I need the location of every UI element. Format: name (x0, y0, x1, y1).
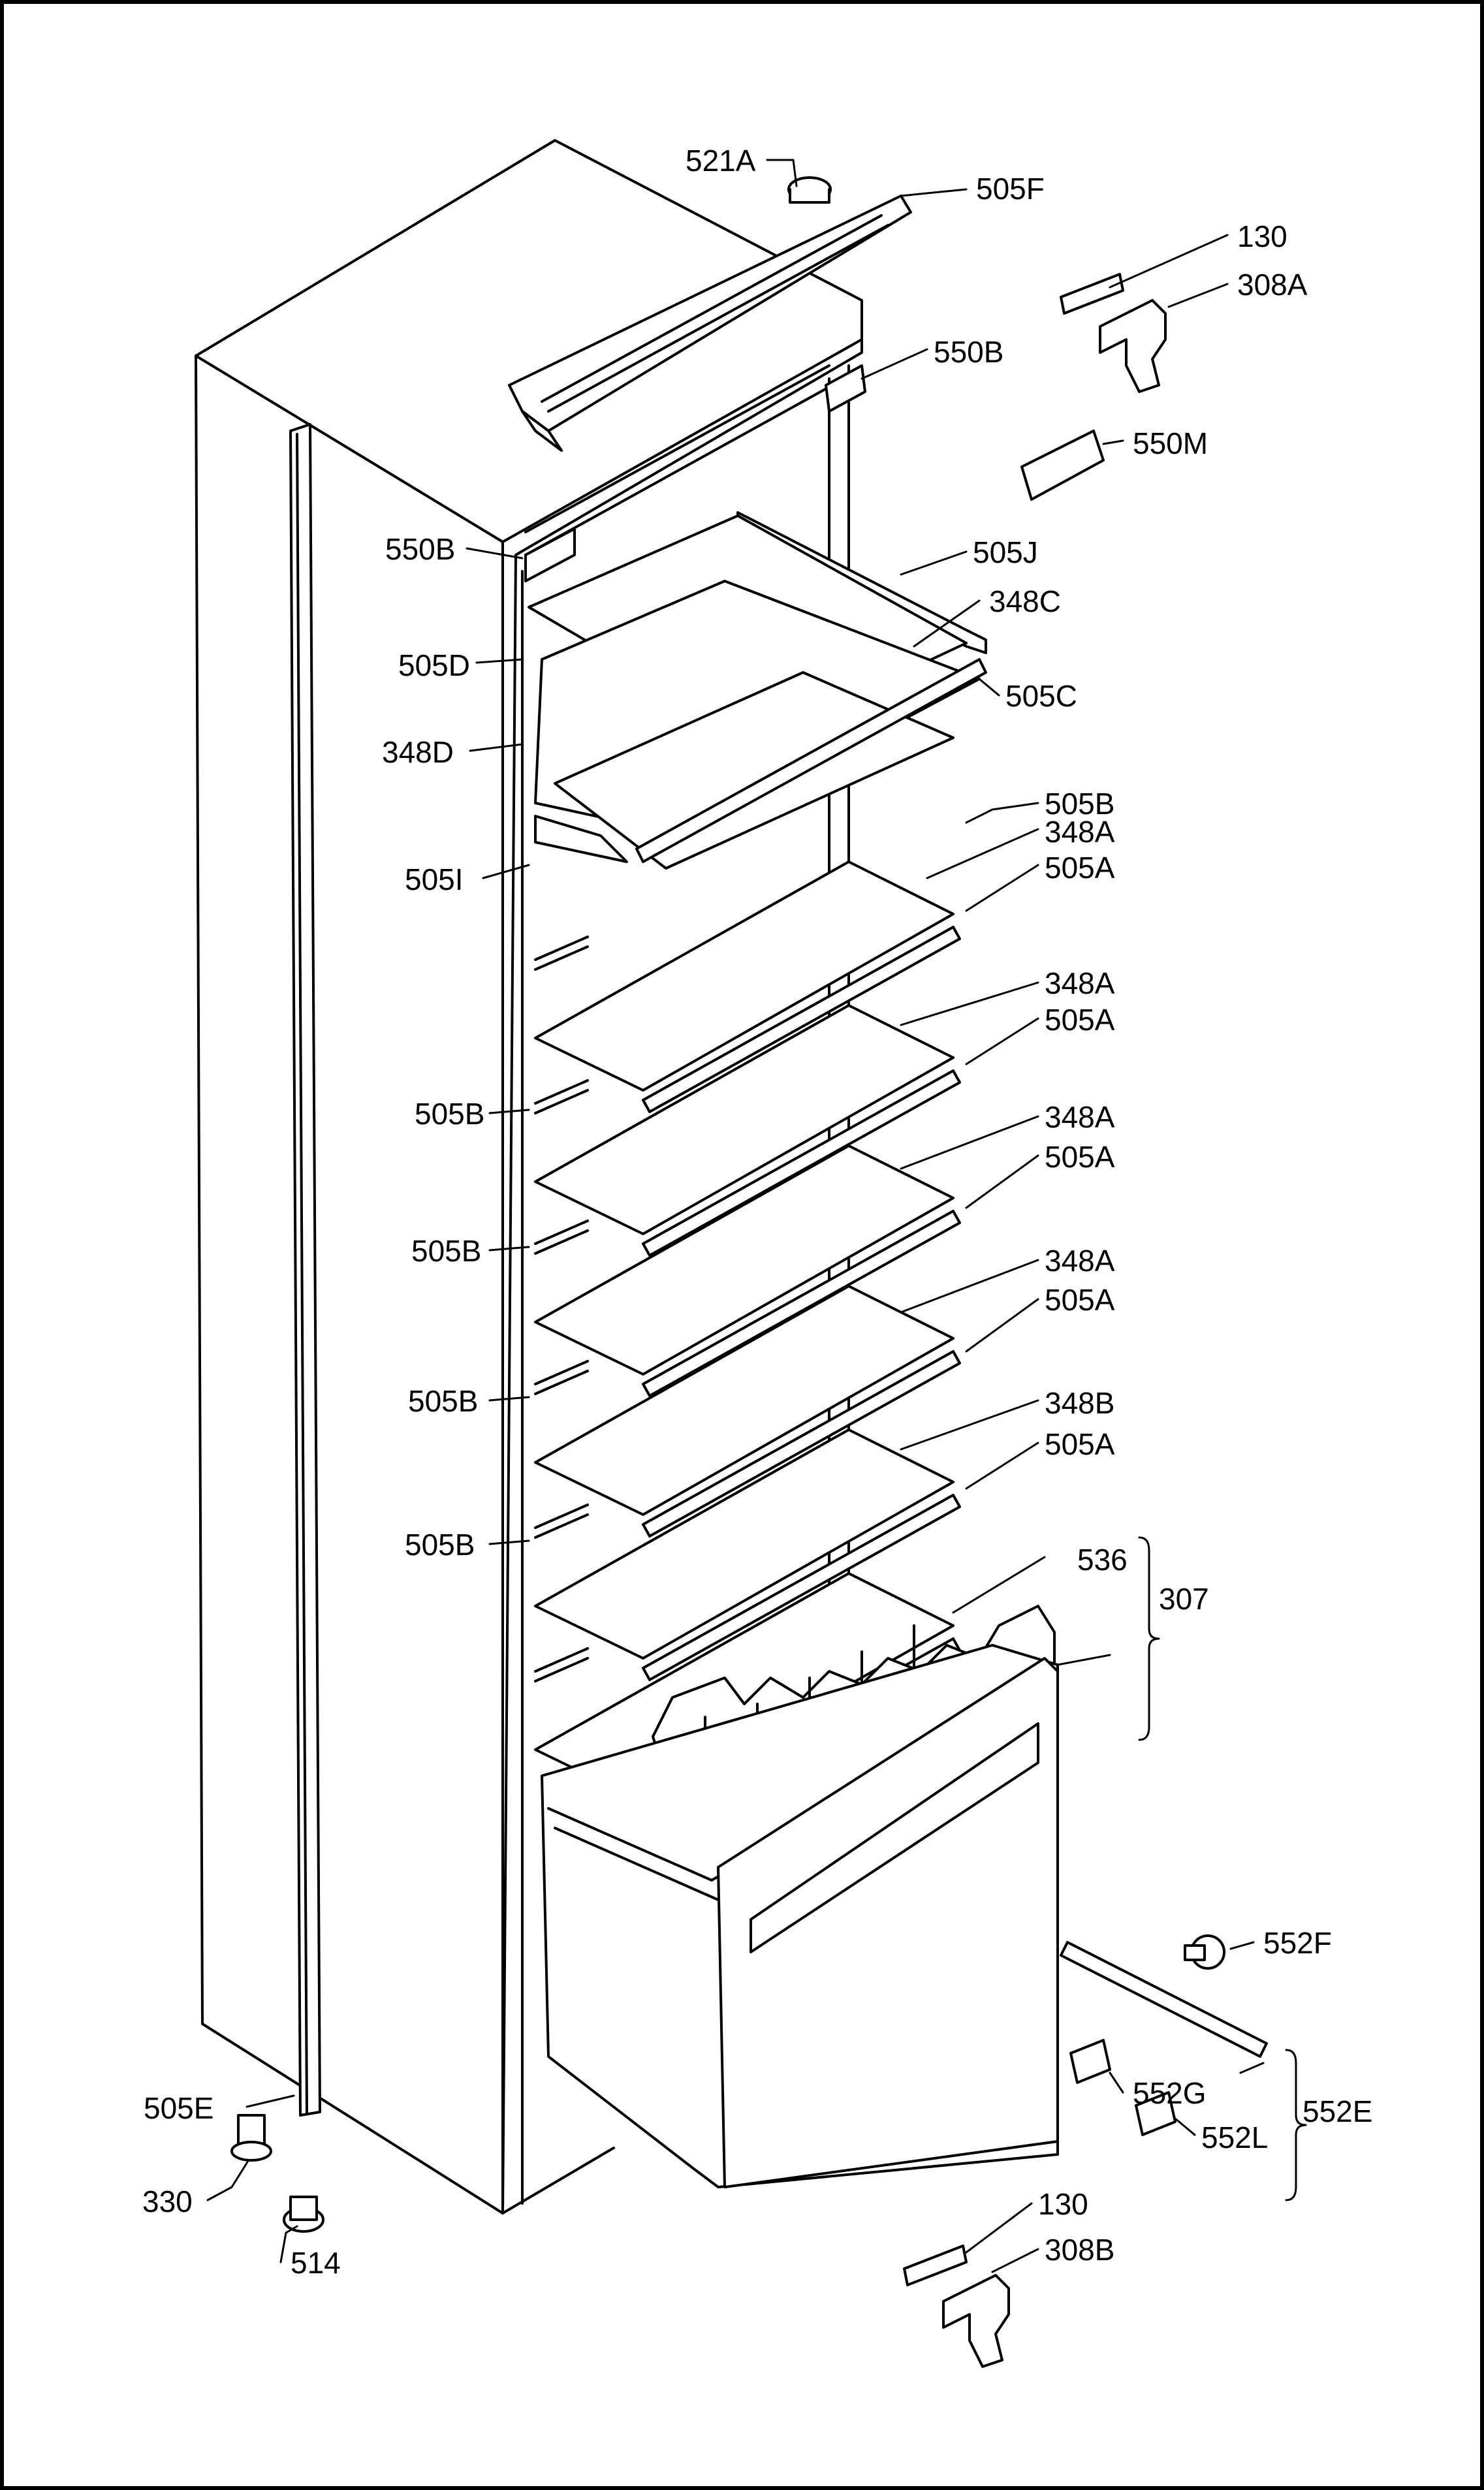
label-330: 330 (142, 2184, 193, 2218)
label-505A-2: 505A (1045, 1003, 1115, 1037)
label-536: 536 (1077, 1543, 1128, 1577)
glass-shelf (534, 1144, 955, 1376)
label-130-top: 130 (1237, 219, 1287, 253)
label-505B-1: 505B (1045, 787, 1114, 821)
label-505A-4: 505A (1045, 1283, 1115, 1317)
part-348C-top-shelf (528, 511, 987, 870)
part-130-308B-hinge-bottom (903, 2245, 1010, 2368)
label-348B: 348B (1045, 1386, 1114, 1420)
part-521A (787, 176, 832, 204)
label-521A: 521A (686, 144, 756, 178)
label-130-bottom: 130 (1038, 2187, 1088, 2221)
part-labels: 521A 505F 130 308A 550B 550M 550B 505J 3… (142, 144, 1372, 2280)
label-550B-left: 550B (385, 532, 455, 566)
glass-shelf (534, 1428, 955, 1660)
shelf-side-runner (534, 1647, 589, 1673)
shelf-side-runner (534, 1370, 589, 1395)
part-552G (1069, 2039, 1111, 2084)
part-550B-right (825, 364, 866, 413)
cabinet-body (195, 139, 863, 2214)
shelf-side-runner (534, 1220, 589, 1245)
label-505C: 505C (1005, 679, 1077, 713)
label-348A-2: 348A (1045, 966, 1115, 1000)
label-505B-3: 505B (411, 1234, 481, 1268)
label-505B-4: 505B (408, 1384, 478, 1418)
part-505F-top-rail (508, 195, 912, 452)
shelf-side-runner (534, 1360, 589, 1385)
shelf-side-runner (534, 1229, 589, 1255)
part-514-foot (283, 2196, 324, 2233)
part-307-drawer (541, 1605, 1059, 2188)
label-552L: 552L (1201, 2120, 1268, 2154)
label-308A: 308A (1237, 268, 1308, 302)
shelf-front-trim (642, 1210, 961, 1397)
glass-shelf (534, 1285, 955, 1516)
shelf-front-trim (642, 926, 961, 1113)
label-550B-right: 550B (934, 335, 1003, 369)
label-505B-2: 505B (415, 1097, 484, 1131)
label-505A-5: 505A (1045, 1427, 1115, 1461)
leader-lines (206, 159, 1307, 2273)
shelf-side-runner (534, 1513, 589, 1539)
label-348A-1: 348A (1045, 815, 1115, 849)
part-330-foot (230, 2114, 272, 2162)
part-552E-rail (1060, 1941, 1268, 2058)
label-552F: 552F (1263, 1926, 1332, 1960)
shelf-side-runner (534, 936, 589, 961)
glass-shelf (534, 860, 955, 1092)
shelf-side-runner (534, 1079, 589, 1105)
label-348A-4: 348A (1045, 1244, 1115, 1278)
part-130-308A-hinge-top (1060, 273, 1167, 393)
label-552G: 552G (1133, 2076, 1207, 2110)
label-505E: 505E (144, 2091, 213, 2125)
label-348A-3: 348A (1045, 1100, 1115, 1134)
label-505B-5: 505B (405, 1528, 475, 1562)
shelf-side-runner (534, 1657, 589, 1682)
label-308B: 308B (1045, 2233, 1114, 2267)
part-552F (1184, 1934, 1225, 1970)
label-505I: 505I (405, 862, 464, 896)
label-505A-3: 505A (1045, 1140, 1115, 1174)
shelf-side-runner (534, 945, 589, 971)
label-505F: 505F (976, 172, 1045, 206)
shelf-front-trim (642, 1494, 961, 1681)
label-550M: 550M (1133, 426, 1208, 460)
label-552E: 552E (1302, 2094, 1372, 2128)
shelf-front-trim (642, 1350, 961, 1537)
part-550B-left (524, 528, 576, 582)
shelf-front-trim (642, 1069, 961, 1257)
shelf-side-runner (534, 1504, 589, 1529)
label-505D: 505D (398, 648, 470, 682)
label-505A-1: 505A (1045, 851, 1115, 885)
label-307: 307 (1159, 1582, 1209, 1616)
label-514: 514 (291, 2246, 341, 2280)
label-348C: 348C (989, 584, 1061, 618)
label-505J: 505J (973, 535, 1038, 569)
part-550M (1020, 430, 1105, 501)
shelf-side-runner (534, 1089, 589, 1114)
part-552L (1135, 2091, 1176, 2136)
label-348D: 348D (382, 735, 454, 769)
glass-shelf (534, 1004, 955, 1235)
